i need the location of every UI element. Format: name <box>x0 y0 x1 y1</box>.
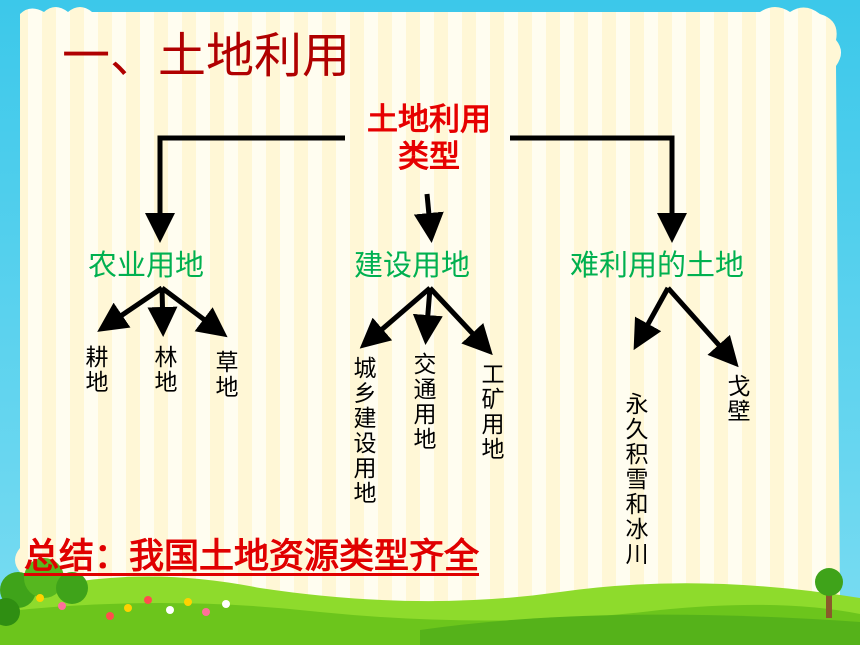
category-construction-land: 建设用地 <box>354 248 471 282</box>
grass-hills <box>0 576 860 645</box>
leaf-forest-land: 林地 <box>150 345 176 395</box>
leaf-gobi: 戈壁 <box>723 374 749 424</box>
leaf-mining-land: 工矿用地 <box>477 362 503 462</box>
leaf-farmland: 耕地 <box>81 345 107 395</box>
root-to-agri-connector <box>145 135 345 244</box>
leaf-grassland: 草地 <box>211 350 237 400</box>
build-to-transport-arrow <box>412 287 443 345</box>
build-to-urban-arrow <box>359 286 432 349</box>
root-node-line1: 土地利用 <box>367 102 491 138</box>
barren-to-gobi-arrow <box>666 286 739 368</box>
leaf-permanent-snow-glacier: 永久积雪和冰川 <box>621 392 647 567</box>
build-to-mining-arrow <box>428 286 493 356</box>
agri-to-forest-arrow <box>147 287 178 337</box>
leaf-transport-land: 交通用地 <box>409 352 435 452</box>
root-node-line2: 类型 <box>398 139 460 176</box>
summary-text: 总结：我国土地资源类型齐全 <box>24 537 480 577</box>
bush-group <box>0 558 88 626</box>
root-to-barren-connector <box>510 135 687 244</box>
root-node: 土地利用 类型 <box>353 102 505 176</box>
barren-to-snow-arrow <box>633 286 671 351</box>
root-to-build-connector <box>413 193 444 243</box>
category-barren-land: 难利用的土地 <box>570 248 745 282</box>
leaf-urban-rural-land: 城乡建设用地 <box>349 356 375 506</box>
category-agricultural-land: 农业用地 <box>88 248 205 282</box>
flowers <box>36 594 230 620</box>
tree-right <box>815 568 843 618</box>
agri-to-grassland-arrow <box>160 286 228 338</box>
slide-title: 一、土地利用 <box>62 28 351 84</box>
agri-to-farmland-arrow <box>97 285 164 332</box>
